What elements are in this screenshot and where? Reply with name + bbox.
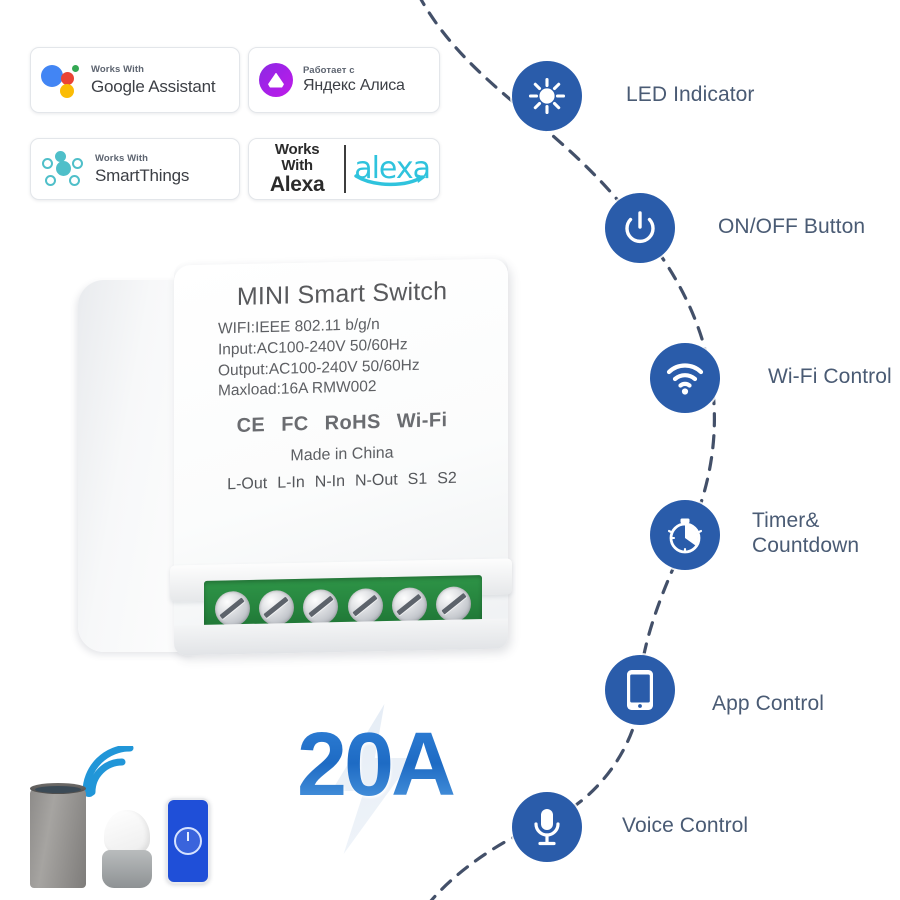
feature-icon-wifi-control[interactable]: [650, 343, 720, 413]
terminal-label-l-out: L-Out: [227, 475, 268, 494]
feature-label-app-control: App Control: [712, 692, 824, 715]
feature-label-led-indicator: LED Indicator: [626, 83, 755, 106]
badge-smartthings-big: SmartThings: [95, 165, 190, 185]
amperage-value: 20A: [250, 720, 500, 810]
yandex-alisa-icon: [259, 63, 293, 97]
device-terminal-labels: L-Out L-In N-In N-Out S1 S2: [182, 469, 502, 496]
device-base-edge: [174, 618, 508, 656]
feature-icon-led-indicator[interactable]: [512, 61, 582, 131]
cert-rohs: RoHS: [324, 410, 381, 435]
terminal-screw: [436, 585, 472, 622]
mini-smart-switch-device: MINI Smart Switch WIFI:IEEE 802.11 b/g/n…: [78, 254, 528, 672]
smartphone-icon: [627, 670, 653, 710]
compatible-devices-group: [18, 746, 223, 892]
badge-yandex-alisa-big: Яндекс Алиса: [303, 77, 405, 95]
amperage-graphic: 20A: [250, 704, 500, 854]
terminal-label-s2: S2: [437, 469, 457, 488]
device-certifications: CE FC RoHS Wi-Fi: [182, 408, 502, 440]
terminal-screw: [391, 586, 427, 623]
smartphone-app-preview: [166, 798, 210, 884]
terminal-label-s1: S1: [407, 470, 428, 489]
terminal-screw: [303, 588, 339, 625]
terminal-label-n-out: N-Out: [355, 471, 398, 490]
feature-icon-on-off-button[interactable]: [605, 193, 675, 263]
feature-label-on-off-button: ON/OFF Button: [718, 215, 866, 238]
microphone-icon: [534, 809, 560, 846]
cert-wifi: Wi-Fi: [396, 409, 448, 433]
feature-icon-app-control[interactable]: [605, 655, 675, 725]
badge-smartthings[interactable]: Works With SmartThings: [30, 138, 240, 200]
brightness-sun-icon: [528, 77, 566, 115]
smartthings-nodes-icon: [41, 151, 85, 187]
terminal-screw: [347, 587, 383, 624]
device-origin: Made in China: [290, 444, 394, 465]
feature-icon-voice-control[interactable]: [512, 792, 582, 862]
badge-google-assistant-small: Works With: [91, 64, 144, 76]
terminal-screw: [214, 590, 250, 627]
badge-yandex-alisa[interactable]: Работает с Яндекс Алиса: [248, 47, 440, 113]
feature-label-voice-control: Voice Control: [622, 814, 749, 837]
wifi-icon: [666, 363, 704, 395]
power-icon: [625, 211, 655, 243]
badge-alexa[interactable]: Works With Alexa alexa: [248, 138, 440, 200]
cert-fcc: FC: [281, 412, 309, 436]
badge-alexa-line2: Alexa: [269, 172, 325, 196]
badge-smartthings-small: Works With: [95, 153, 148, 165]
feature-label-wifi-control: Wi-Fi Control: [768, 365, 892, 388]
device-title: MINI Smart Switch: [236, 277, 448, 311]
cert-ce: CE: [236, 414, 266, 438]
stopwatch-icon: [667, 518, 703, 554]
badge-yandex-alisa-small: Работает с: [303, 64, 355, 76]
google-home-speaker: [102, 810, 152, 888]
device-printed-label: MINI Smart Switch WIFI:IEEE 802.11 b/g/n…: [182, 272, 502, 581]
amazon-alexa-icon: alexa: [346, 154, 431, 187]
badge-alexa-divider: [344, 145, 347, 193]
badge-alexa-line1: Works With: [274, 141, 320, 174]
terminal-label-n-in: N-In: [314, 472, 345, 491]
feature-icon-timer-countdown[interactable]: [650, 500, 720, 570]
terminal-label-l-in: L-In: [277, 474, 305, 492]
google-assistant-dots-icon: [41, 63, 81, 98]
wifi-signal-icon: [82, 746, 134, 797]
badge-google-assistant-big: Google Assistant: [91, 76, 216, 96]
amazon-echo-speaker: [30, 783, 86, 888]
feature-label-timer-countdown: Timer& Countdown: [752, 509, 860, 558]
terminal-screw: [258, 589, 294, 626]
badge-google-assistant[interactable]: Works With Google Assistant: [30, 47, 240, 113]
